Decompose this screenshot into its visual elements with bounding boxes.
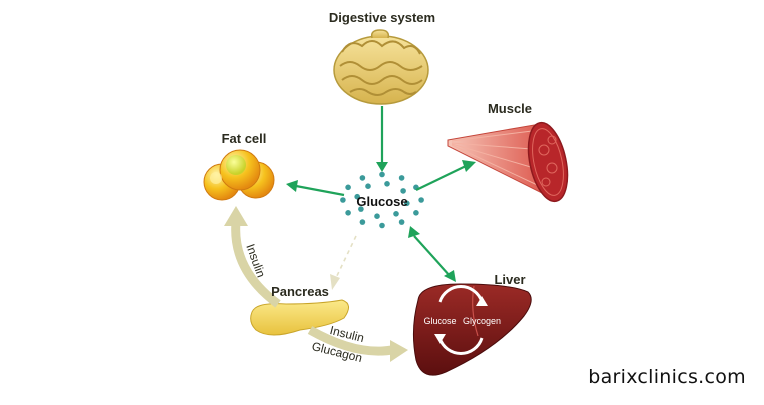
glucose-dot (345, 184, 351, 191)
glucose-dot (413, 210, 419, 216)
glucose-dot (418, 197, 424, 203)
label-digestive-system: Digestive system (329, 10, 435, 25)
glucose-dot (384, 181, 390, 187)
glucose-dot (400, 188, 406, 194)
pancreas-illustration (250, 299, 349, 336)
glucose-dot (365, 183, 371, 189)
glucose-dot (404, 200, 410, 207)
glucose-dot (340, 197, 346, 203)
label-fat-cell: Fat cell (222, 131, 267, 146)
muscle-illustration (447, 121, 569, 203)
intestine-illustration (333, 29, 429, 105)
glucose-dot (358, 206, 364, 212)
glucose-dot (398, 219, 405, 225)
liver-illustration (412, 283, 532, 376)
fat-cell-illustration (203, 149, 275, 201)
glucose-dot (354, 193, 361, 200)
label-glucose: Glucose (356, 194, 407, 209)
label-liver-glucose: Glucose (423, 316, 456, 326)
label-liver-glycogen: Glycogen (463, 316, 501, 326)
glucose-dot (379, 171, 385, 178)
glucose-dot (359, 175, 366, 181)
glucose-dot (374, 213, 380, 219)
insulin-glucagon-arrow (307, 326, 408, 362)
glucose-dot (359, 219, 366, 225)
glucose-dot (379, 222, 385, 229)
insulin-arrow-up (224, 206, 281, 308)
glucose-molecules (340, 171, 424, 229)
label-liver: Liver (494, 272, 525, 287)
glucose-dot (345, 210, 351, 216)
dashed-arrow (330, 235, 357, 290)
glucose-dot (393, 211, 399, 217)
watermark-text: barixclinics.com (588, 366, 746, 388)
glucose-dot (398, 175, 405, 181)
label-pancreas: Pancreas (271, 284, 329, 299)
label-muscle: Muscle (488, 101, 532, 116)
green-arrows (286, 106, 476, 282)
